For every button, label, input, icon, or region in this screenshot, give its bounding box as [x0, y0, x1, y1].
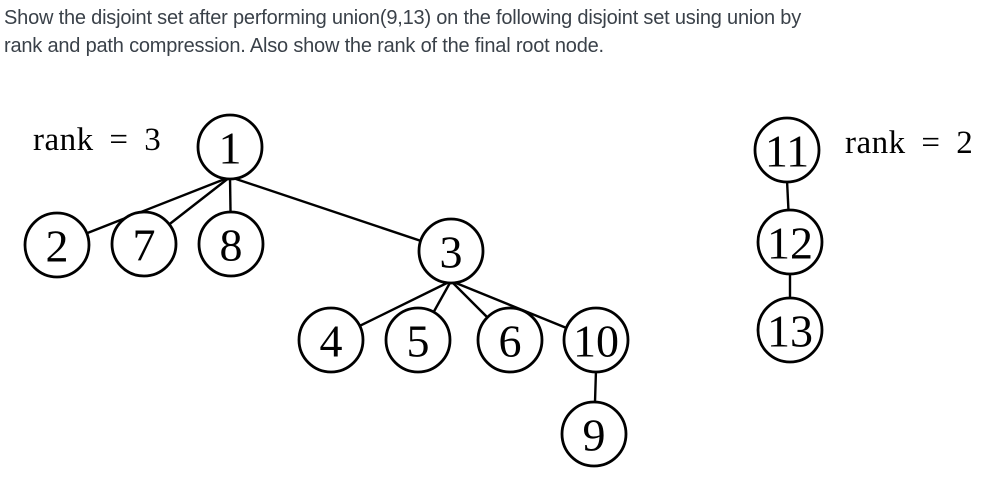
- node-label-13: 13: [767, 306, 813, 357]
- node-label-6: 6: [499, 316, 522, 367]
- node-5: [384, 306, 452, 374]
- node-label-12: 12: [767, 218, 813, 269]
- node-13: [756, 296, 824, 364]
- question-line-2: rank and path compression. Also show the…: [4, 35, 604, 57]
- node-label-3: 3: [440, 227, 463, 278]
- node-label-8: 8: [220, 220, 243, 271]
- question-text: Show the disjoint set after performing u…: [4, 4, 984, 60]
- tree-rank-3: 1 2 7 8 3 4 5 6 10 9 rank = 3: [23, 113, 630, 468]
- node-3: [417, 217, 485, 285]
- node-4: [297, 306, 365, 374]
- node-9: [560, 400, 628, 468]
- node-label-4: 4: [320, 316, 343, 367]
- node-label-10: 10: [573, 316, 619, 367]
- edge-1-3: [229, 175, 452, 253]
- node-6: [476, 306, 544, 374]
- node-1: [196, 113, 264, 181]
- node-8: [197, 210, 265, 278]
- tree-rank-2-rank-label: rank = 2: [845, 125, 973, 161]
- node-label-5: 5: [407, 316, 430, 367]
- node-10: [562, 306, 630, 374]
- node-7: [110, 210, 178, 278]
- node-2: [23, 211, 91, 279]
- node-11: [753, 116, 821, 184]
- node-label-7: 7: [133, 220, 156, 271]
- node-label-11: 11: [765, 126, 809, 177]
- tree-rank-2: 11 12 13 rank = 2: [753, 116, 973, 364]
- node-label-2: 2: [46, 221, 69, 272]
- node-12: [756, 208, 824, 276]
- question-line-1: Show the disjoint set after performing u…: [4, 7, 802, 29]
- node-label-1: 1: [219, 123, 242, 174]
- node-label-9: 9: [583, 410, 606, 461]
- tree-rank-3-rank-label: rank = 3: [33, 122, 161, 158]
